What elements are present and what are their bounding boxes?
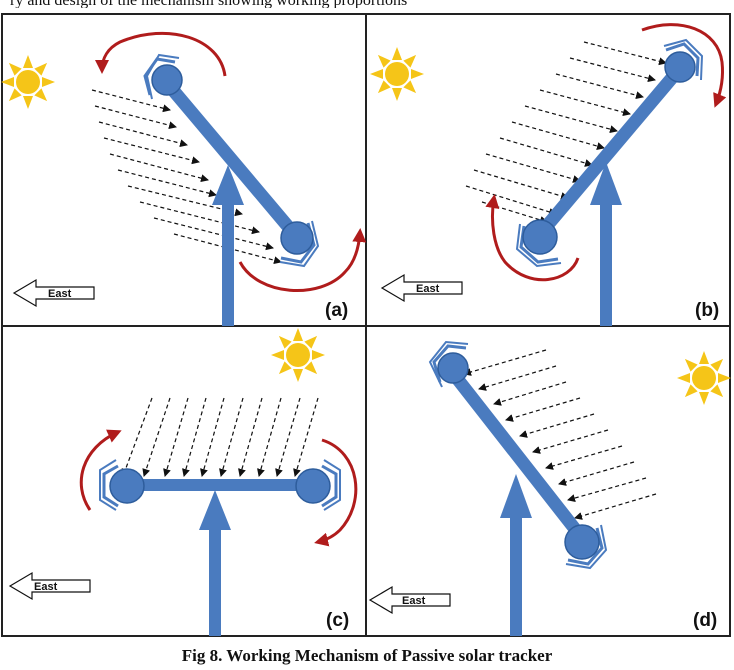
- panel-label: (c): [326, 610, 349, 631]
- mount-post: [500, 474, 532, 636]
- cropped-header-text: ry and design of the mechanism showing w…: [10, 0, 730, 8]
- panel-a-frame: [1, 13, 367, 327]
- canister-left: [99, 459, 145, 511]
- light-rays: [465, 41, 667, 224]
- panel-a: East (a): [1, 31, 367, 326]
- panel-b: East (b): [370, 23, 727, 326]
- rotation-arrow-right: [314, 438, 358, 547]
- solar-tracker-figure: East (a): [1, 13, 731, 637]
- east-label: East: [402, 595, 426, 607]
- mount-post: [590, 162, 622, 326]
- canister-bottom: [515, 219, 562, 268]
- mount-post: [212, 165, 244, 326]
- panel-d-frame: [365, 325, 731, 637]
- rotation-arrow-top: [95, 31, 227, 77]
- canister-top: [143, 53, 183, 100]
- canister-top: [663, 38, 704, 83]
- figure-caption: Fig 8. Working Mechanism of Passive sola…: [181, 646, 553, 665]
- canister-bottom: [279, 220, 320, 268]
- light-rays: [91, 89, 282, 265]
- sun-icon: [677, 351, 731, 405]
- east-label: East: [48, 288, 72, 300]
- light-rays: [121, 397, 319, 477]
- east-label: East: [416, 283, 440, 295]
- rotation-arrow-top: [641, 23, 727, 108]
- tracker-beam: [446, 367, 588, 543]
- panel-label: (a): [325, 300, 348, 321]
- panel-label: (d): [693, 610, 717, 631]
- east-label: East: [34, 581, 58, 593]
- panel-c: East (c): [9, 328, 358, 636]
- sun-icon: [271, 328, 325, 382]
- rotation-arrow-bottom: [238, 228, 367, 292]
- light-rays: [463, 349, 657, 520]
- panel-label: (b): [695, 300, 719, 321]
- rotation-arrow-left: [79, 429, 122, 511]
- tracker-beam: [162, 78, 301, 241]
- tracker-beam: [535, 61, 687, 239]
- canister-right: [295, 459, 341, 511]
- sun-icon: [370, 47, 424, 101]
- panel-d: East (d): [369, 340, 731, 636]
- canister-top: [428, 340, 469, 388]
- sun-icon: [1, 55, 56, 109]
- mount-post: [199, 490, 231, 636]
- canister-bottom: [564, 524, 608, 570]
- rotation-arrow-bottom: [485, 194, 580, 282]
